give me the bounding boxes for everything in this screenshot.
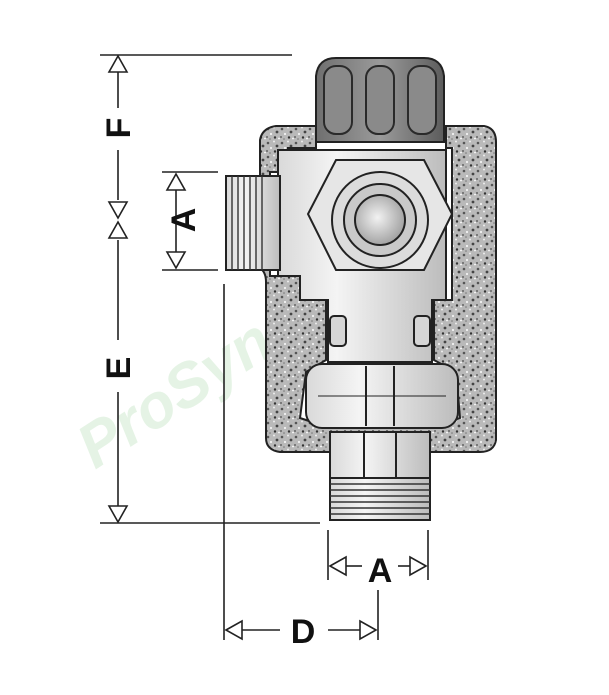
a-vertical-bottom-arrow bbox=[165, 251, 187, 270]
right-boss bbox=[413, 315, 431, 347]
f-bottom-arrow bbox=[107, 201, 129, 220]
label-f: F bbox=[100, 118, 138, 139]
valve-body bbox=[225, 57, 497, 521]
lower-hex-nut bbox=[329, 431, 431, 479]
dimension-labels: F A E A D bbox=[100, 118, 392, 651]
a-horizontal-right-arrow bbox=[409, 555, 428, 577]
label-a-horizontal: A bbox=[368, 552, 393, 590]
label-a-vertical: A bbox=[165, 208, 203, 233]
outlet-thread-fitting bbox=[329, 477, 431, 521]
f-top-arrow bbox=[107, 54, 129, 73]
label-e: E bbox=[100, 357, 138, 380]
outlet-port-inner bbox=[354, 194, 406, 246]
d-right-arrow bbox=[359, 619, 378, 641]
dimension-lines bbox=[117, 72, 410, 631]
d-left-arrow bbox=[224, 619, 243, 641]
outlet-thread bbox=[330, 483, 430, 515]
a-horizontal-left-arrow bbox=[328, 555, 347, 577]
knob-grip-ridges bbox=[323, 65, 437, 135]
label-d: D bbox=[291, 613, 316, 651]
arrowheads bbox=[107, 54, 428, 641]
extension-lines bbox=[100, 54, 429, 640]
inlet-fitting bbox=[225, 175, 281, 271]
e-top-arrow bbox=[107, 220, 129, 239]
a-vertical-top-arrow bbox=[165, 172, 187, 191]
left-boss bbox=[329, 315, 347, 347]
inlet-thread bbox=[231, 176, 263, 270]
e-bottom-arrow bbox=[107, 505, 129, 524]
